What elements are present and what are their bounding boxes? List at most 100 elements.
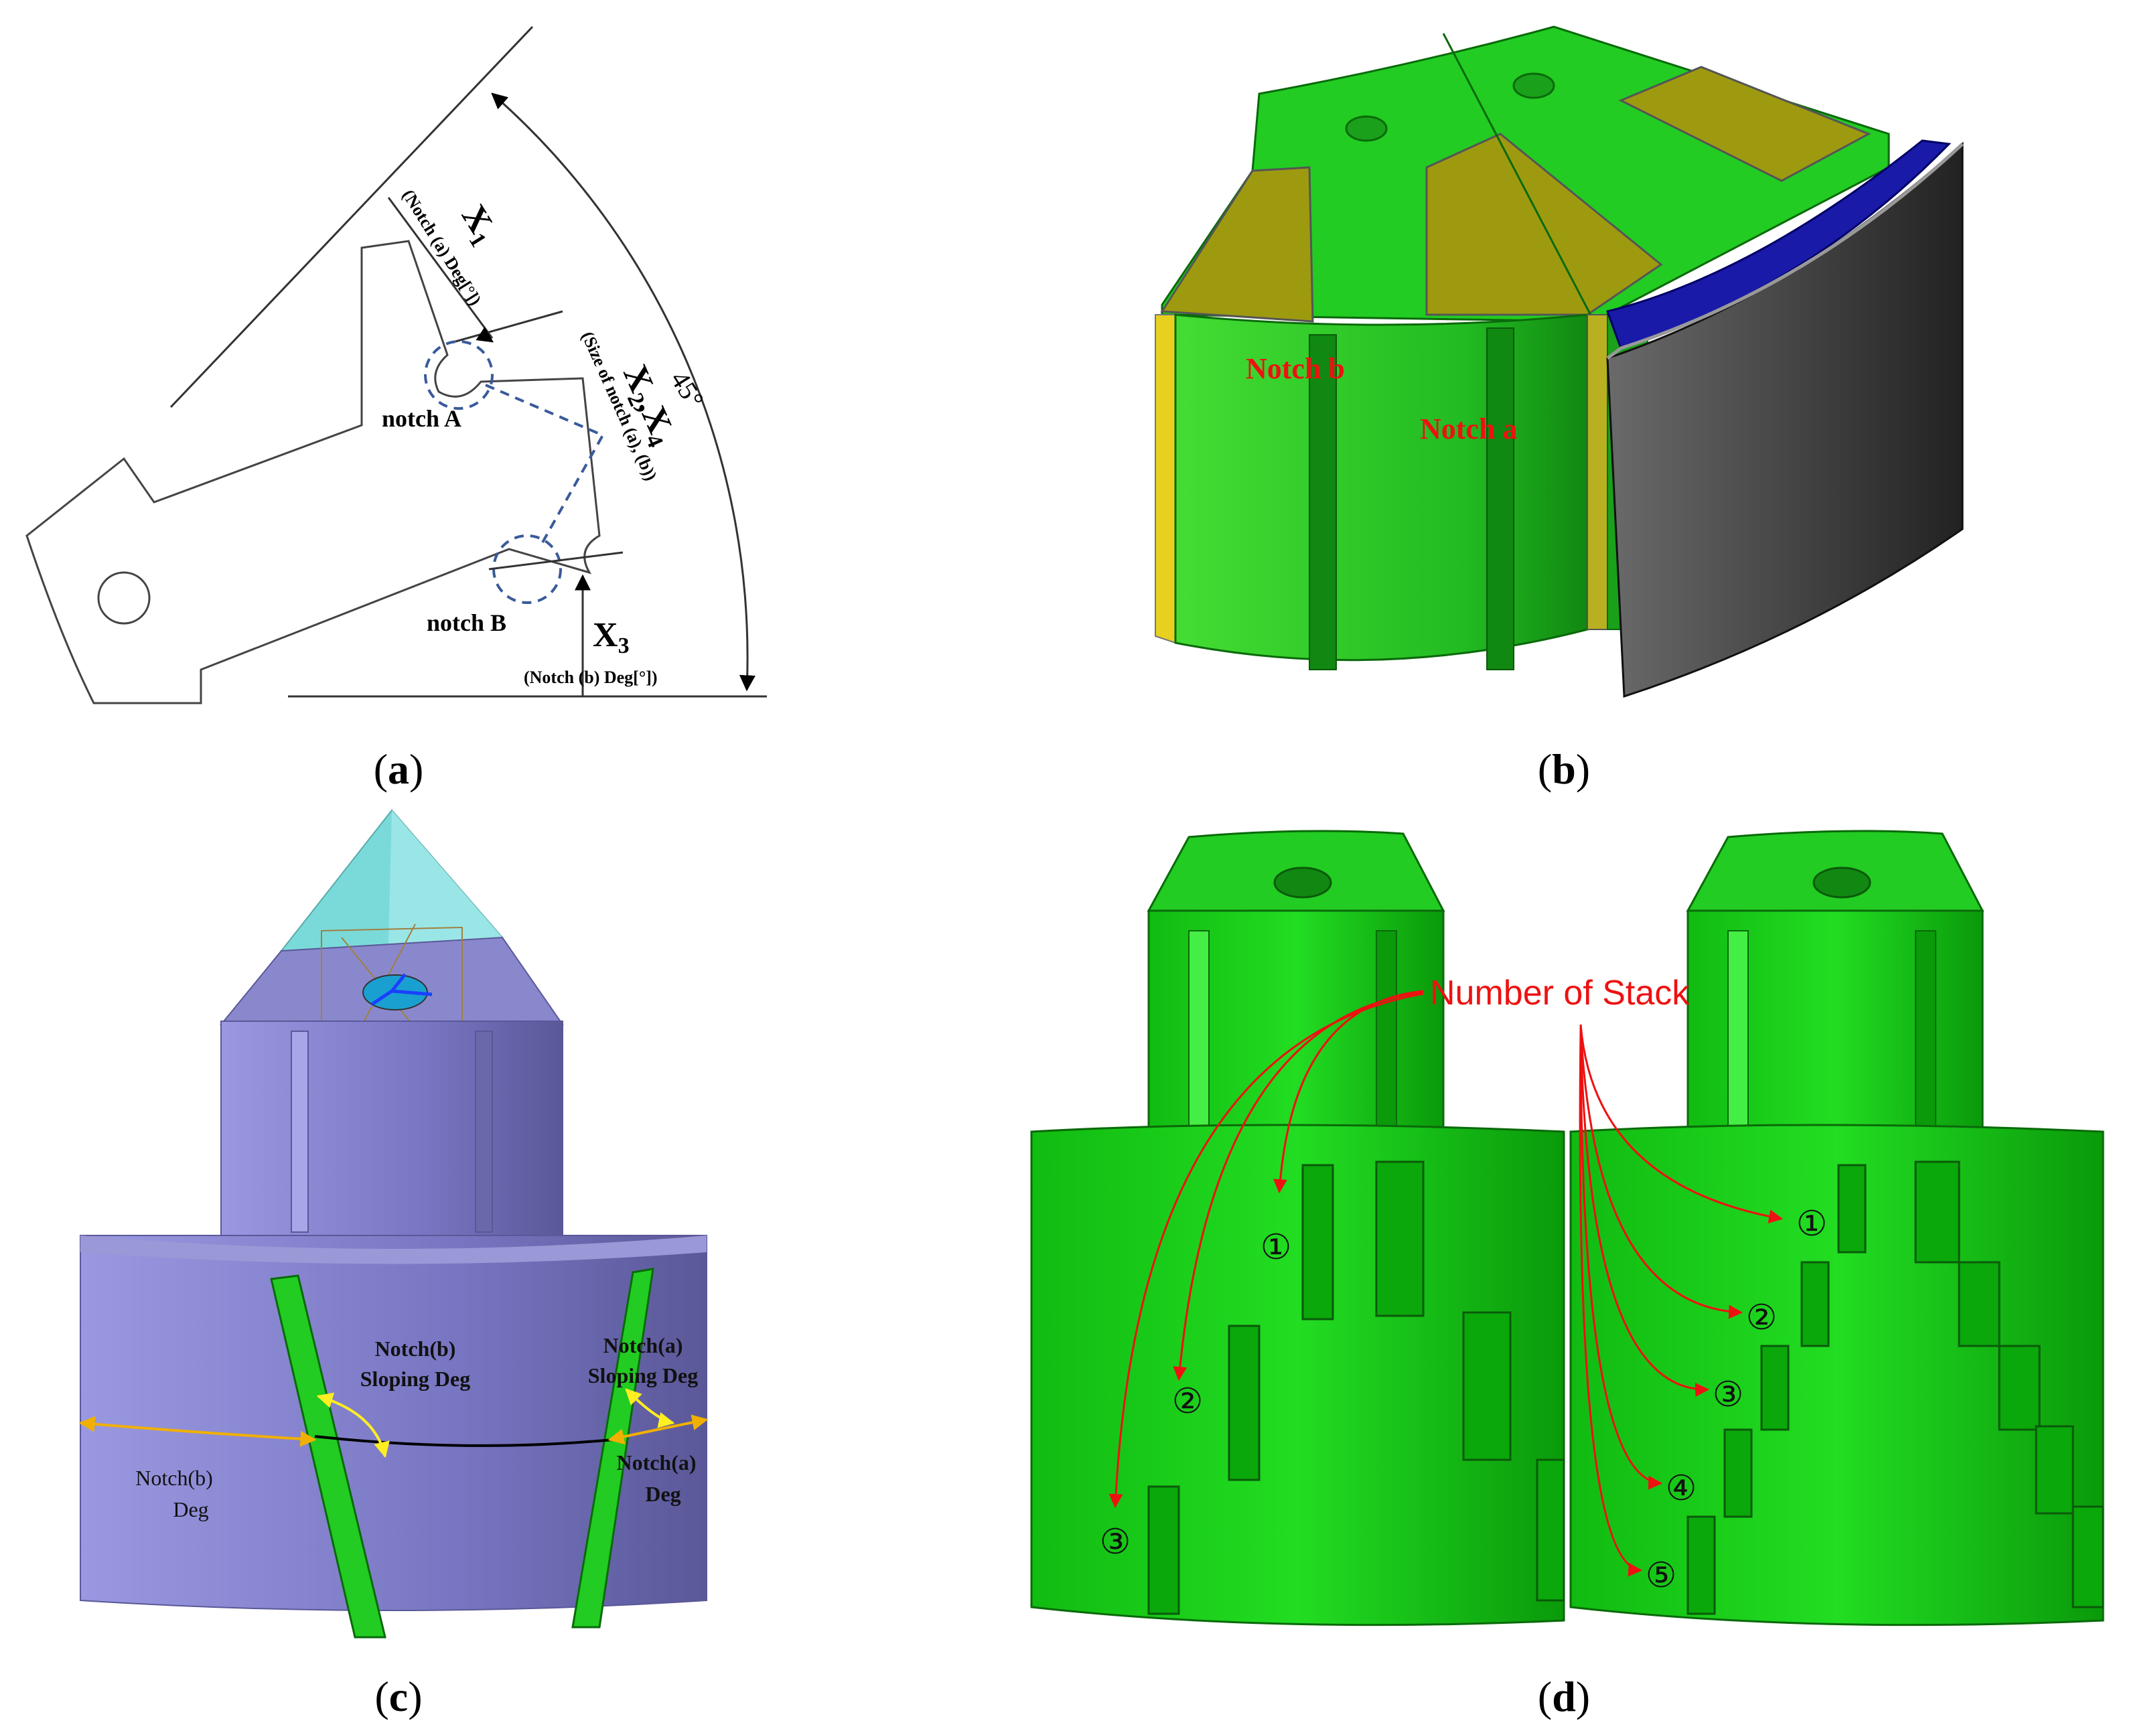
slot-side-middle (1587, 314, 1608, 630)
stack-part-left (1030, 830, 1565, 1627)
left-groove-3a (1147, 1485, 1180, 1615)
notch-a-groove (1486, 327, 1514, 670)
top-hole-2 (1512, 72, 1555, 99)
leader-right-4 (1579, 1028, 1663, 1490)
left-groove-1b (1375, 1160, 1425, 1317)
slot-top-right (1618, 66, 1871, 182)
sloped-notch-a (571, 1268, 654, 1629)
right-groove-3a (1760, 1345, 1790, 1431)
slot-top-left (1160, 166, 1314, 323)
left-groove-1a (1301, 1164, 1334, 1321)
notch-a-slope-label-2: Sloping Deg (588, 1363, 698, 1387)
neck-slot-left (291, 1031, 309, 1233)
left-neck-slot-1 (1188, 930, 1210, 1132)
leader-right-1 (1579, 1024, 1784, 1224)
notch-a-deg-label-2: Deg (645, 1482, 680, 1506)
right-groove-3b (1998, 1345, 2041, 1431)
neck-slot-right (475, 1031, 493, 1233)
top-hole-1 (1345, 115, 1388, 142)
stack-part-right (1569, 830, 2104, 1627)
notch-b-slope-label-1: Notch(b) (375, 1337, 456, 1361)
x3-ref-line (488, 551, 624, 571)
left-neck-slot-2 (1376, 930, 1397, 1132)
boundary-line-upper (169, 25, 534, 408)
left-tip-hole (1273, 866, 1332, 899)
right-groove-4b (2035, 1425, 2074, 1515)
panel-b: Notch b Notch a (b) (1155, 25, 1964, 793)
axis-z (390, 973, 407, 992)
notch-a-3d-label: Notch a (1420, 412, 1517, 445)
stator-front-face (1174, 313, 1589, 662)
leader-right-5 (1579, 1029, 1643, 1577)
tooth-body (80, 1235, 707, 1611)
notch-a-deg-label-1: Notch(a) (616, 1450, 696, 1475)
right-groove-5b (2072, 1505, 2104, 1608)
notch-b-groove (1309, 334, 1337, 670)
notch-b-circle (492, 534, 562, 604)
step-left-3: ③ (1100, 1523, 1131, 1562)
left-groove-2b (1462, 1311, 1512, 1461)
right-groove-1a (1837, 1164, 1867, 1254)
tooth-neck (220, 1021, 563, 1236)
leader-left-2 (1173, 991, 1424, 1381)
notch-a-circle (424, 340, 494, 410)
notch-b-3d-label: Notch b (1246, 352, 1345, 385)
right-groove-2b (1958, 1261, 2001, 1347)
panel-d: Number of Stack ① ② ③ ① ② ③ ④ ⑤ (d) (1030, 830, 2104, 1720)
axis-x (391, 989, 433, 996)
x1-ref-line (455, 310, 563, 343)
tooth-body-top-edge (80, 1235, 707, 1264)
right-groove-5a (1686, 1515, 1716, 1615)
notch-b-deg-label-1: Notch(b) (135, 1466, 213, 1490)
notch-b-slope-label-2: Sloping Deg (360, 1367, 470, 1391)
segment-divider (1442, 33, 1595, 322)
panel-a: 45° X1 (Notch (a) Deg[°]) X2,X4 (Size of… (25, 25, 767, 793)
reference-pyramid-face (388, 810, 502, 944)
right-groove-2a (1800, 1261, 1830, 1347)
right-neck-slot-2 (1915, 930, 1936, 1132)
step-left-2: ② (1172, 1382, 1204, 1421)
notch-b-slope-arrow (316, 1392, 390, 1458)
stator-tooth-outline (25, 240, 601, 704)
x1-arrow (476, 327, 494, 343)
notch-b-deg-arrow (78, 1416, 317, 1447)
step-right-4: ④ (1666, 1469, 1697, 1508)
notch-b-label: notch B (427, 609, 506, 636)
x1-leader (387, 197, 494, 339)
magnet-edge (1606, 143, 1964, 360)
right-neck-slot-1 (1727, 930, 1749, 1132)
right-body (1569, 1124, 2104, 1627)
step-right-1: ① (1796, 1205, 1828, 1243)
right-groove-4a (1723, 1428, 1753, 1518)
notch-b-deg-label-2: Deg (173, 1497, 208, 1521)
bolt-hole (97, 571, 151, 625)
caption-b: (b) (1538, 745, 1590, 793)
x3-description: (Notch (b) Deg[°]) (524, 668, 658, 687)
notch-a-deg-arrow (607, 1414, 709, 1445)
leader-right-3 (1579, 1027, 1710, 1397)
right-groove-1b (1914, 1160, 1960, 1264)
step-right-5: ⑤ (1646, 1556, 1677, 1595)
right-tip-hole (1812, 866, 1871, 899)
axis-y (370, 989, 393, 1006)
notch-a-label: notch A (382, 405, 461, 432)
step-right-2: ② (1746, 1298, 1778, 1337)
notch-a-slope-arrow (625, 1388, 675, 1428)
size-connector (485, 384, 605, 543)
stack-title: Number of Stack (1430, 974, 1690, 1012)
angle-arc (491, 92, 756, 692)
step-left-1: ① (1261, 1228, 1292, 1267)
slot-side-left (1155, 314, 1176, 644)
leader-right-2 (1579, 1025, 1743, 1319)
caption-a: (a) (374, 745, 424, 793)
left-groove-3b (1536, 1458, 1565, 1602)
caption-d: (d) (1538, 1673, 1590, 1720)
left-groove-2a (1228, 1325, 1261, 1481)
notch-a-slope-label-1: Notch(a) (603, 1333, 682, 1357)
leader-left-3 (1108, 992, 1424, 1509)
x3-label: X3 (593, 616, 630, 658)
x1-label: X1 (451, 198, 506, 252)
step-right-3: ③ (1713, 1375, 1744, 1414)
caption-c: (c) (374, 1673, 422, 1720)
